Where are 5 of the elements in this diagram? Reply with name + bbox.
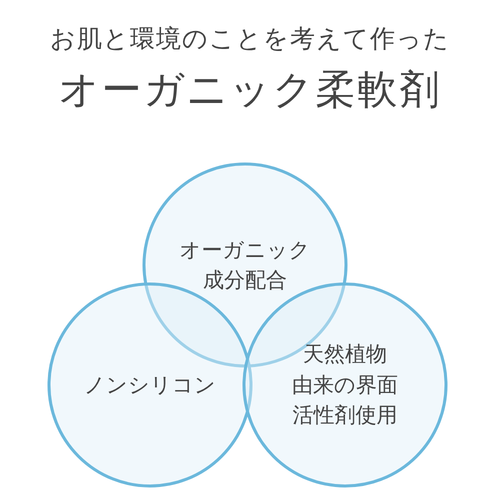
circle-text: オーガニック成分配合 [178, 236, 312, 294]
circle-text: ノンシリコン [84, 372, 216, 399]
subtitle: お肌と環境のことを考えて作った [49, 23, 451, 55]
circle-text: 天然植物由来の界面活性剤使用 [290, 341, 399, 430]
title: オーガニック柔軟剤 [58, 66, 442, 115]
